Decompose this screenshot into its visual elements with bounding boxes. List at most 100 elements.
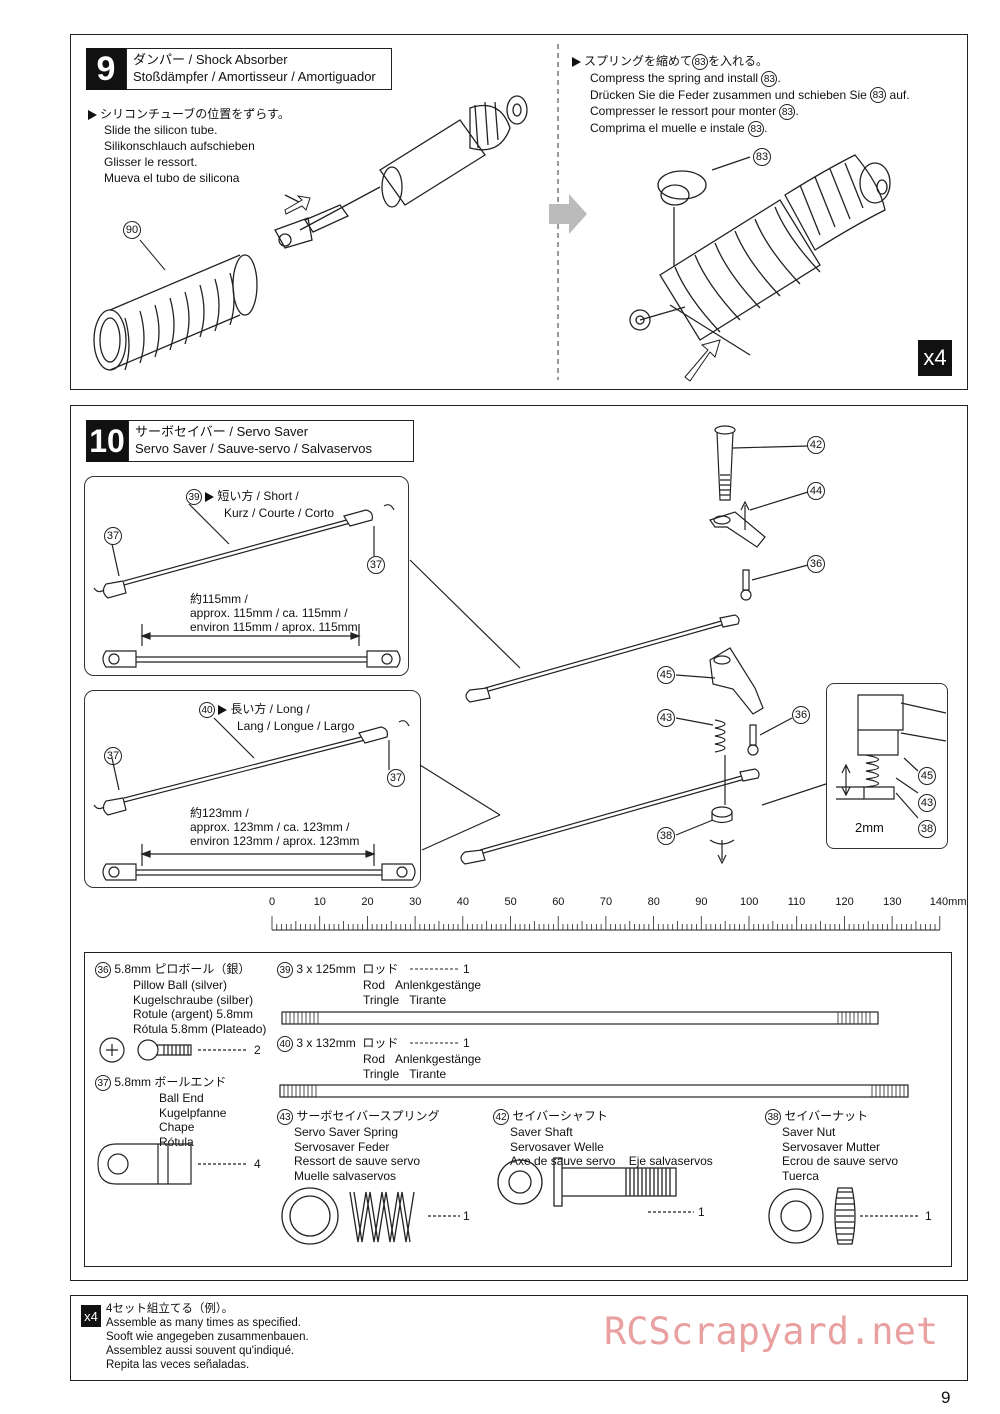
part-43-name-de: Servosaver Feder	[294, 1139, 390, 1154]
part-36-qty: 2	[254, 1043, 261, 1057]
ruler-label: 0	[269, 896, 276, 908]
part-42-qty: 1	[698, 1205, 705, 1219]
watermark: RCScrapyard.net	[604, 1310, 939, 1353]
footnote-line-fr: Assemblez aussi souvent qu'indiqué.	[106, 1345, 295, 1357]
pillow-ball-illustration	[99, 1037, 248, 1063]
part-39-name-jp: ロッド	[362, 962, 399, 977]
part-42-name-fr: Axe de sauve servo	[510, 1154, 616, 1168]
shock-absorber-assembled-illustration	[629, 154, 891, 382]
ruler-label: 70	[599, 896, 613, 908]
part-40-name-en: Rod	[363, 1052, 386, 1066]
rod-39-qty-leader	[410, 968, 458, 970]
part-40-name-es: Tirante	[409, 1066, 447, 1081]
part-39-info: 39 3 x 125mm ロッド Rod Anlenkgestänge Trin…	[277, 962, 481, 1007]
part-40-qty: 1	[463, 1036, 470, 1050]
ruler-label: 40	[456, 896, 470, 908]
part-ref-43: 43	[277, 1109, 293, 1125]
step-9-divider	[549, 44, 587, 380]
ruler-label: 90	[695, 896, 708, 908]
spring-detail-illustration	[836, 694, 947, 819]
part-callout-36: 36	[792, 706, 810, 724]
ruler-label: 50	[504, 896, 517, 908]
part-39-size: 3 x 125mm	[296, 962, 356, 977]
step-9-right-instr-fr: Compresser le ressort pour monter	[590, 104, 777, 119]
part-ref-83: 83	[761, 70, 778, 87]
part-42-name-de: Servosaver Welle	[510, 1139, 604, 1154]
ruler-label: 100	[740, 896, 759, 908]
long-rod-length: 約123mm / approx. 123mm / ca. 123mm / env…	[190, 806, 359, 848]
part-ref-83: 83	[748, 121, 765, 138]
short-rod-length-line3: environ 115mm / aprox. 115mm	[190, 620, 358, 634]
part-ref-38: 38	[765, 1109, 781, 1125]
part-callout-43: 43	[657, 709, 675, 727]
parts-list-panel	[84, 952, 952, 1267]
part-38-info: 38 セイバーナット Saver Nut Servosaver Mutter E…	[765, 1109, 898, 1183]
part-callout-43: 43	[918, 794, 936, 812]
footnote-line-de: Sooft wie angegeben zusammenbauen.	[106, 1331, 309, 1343]
part-37-info: 37 5.8mm ボールエンド Ball End Kugelpfanne Cha…	[95, 1075, 226, 1149]
part-callout-38: 38	[918, 820, 936, 838]
part-callout-90: 90	[123, 221, 141, 239]
part-ref-83: 83	[692, 53, 709, 70]
part-36-name-es: Rótula 5.8mm (Plateado)	[133, 1021, 267, 1036]
part-37-name-fr: Chape	[159, 1120, 195, 1134]
short-rod-label: 39 短い方 / Short / Kurz / Courte / Corto	[186, 488, 334, 521]
part-ref-40: 40	[199, 701, 215, 718]
part-43-name-fr: Ressort de sauve servo	[294, 1154, 421, 1168]
part-43-name-en: Servo Saver Spring	[294, 1125, 399, 1139]
short-rod-detail-box	[84, 476, 409, 676]
part-42-name-es: Eje salvaservos	[628, 1154, 713, 1168]
step-9-left-instr-2: Glisser le ressort.	[104, 155, 198, 169]
part-ref-39: 39	[186, 488, 202, 505]
part-callout-37: 37	[387, 769, 405, 787]
part-38-name-es: Tuerca	[782, 1168, 819, 1183]
long-rod-detail-box	[84, 690, 421, 888]
part-39-qty: 1	[463, 962, 470, 976]
servo-saver-spring-illustration	[281, 1187, 460, 1245]
ruler-label: 140mm	[929, 896, 967, 908]
page-number: 9	[941, 1388, 951, 1407]
part-callout-45: 45	[918, 767, 936, 785]
footnote-text: 4セット組立てる（例）。 Assemble as many times as s…	[106, 1302, 309, 1372]
step-9-left-instruction: シリコンチューブの位置をずらす。 Slide the silicon tube.…	[88, 106, 290, 186]
part-callout-38: 38	[657, 827, 675, 845]
footnote-line-es: Repita las veces señaladas.	[106, 1359, 250, 1371]
long-rod-label-line2: Lang / Longue / Largo	[237, 718, 355, 733]
part-36-name-en: Pillow Ball (silver)	[133, 978, 228, 992]
short-rod-length: 約115mm / approx. 115mm / ca. 115mm / env…	[190, 592, 358, 634]
part-39-name-en: Rod	[363, 978, 386, 992]
arrow-icon	[572, 56, 581, 67]
part-39-name-es: Tirante	[409, 992, 447, 1007]
part-36-name-fr: Rotule (argent) 5.8mm	[133, 1007, 254, 1021]
part-40-name-de: Anlenkgestänge	[395, 1052, 482, 1066]
footnote-line-jp: 4セット組立てる（例）。	[106, 1303, 234, 1315]
step-10-title: サーボセイバー / Servo Saver Servo Saver / Sauv…	[128, 420, 414, 462]
ruler-label: 20	[361, 896, 374, 908]
step-9-right-instr-de: Drücken Sie die Feder zusammen und schie…	[590, 87, 867, 102]
step-9-title: ダンパー / Shock Absorber Stoßdämpfer / Amor…	[126, 48, 392, 90]
step-9-right-instr-es: Comprima el muelle e instale	[590, 121, 745, 136]
short-rod-label-line1: 短い方 / Short /	[217, 489, 299, 503]
rod-40-qty-leader	[410, 1042, 458, 1044]
part-39-name-de: Anlenkgestänge	[395, 978, 482, 992]
part-callout-36: 36	[807, 555, 825, 573]
short-rod-label-line2: Kurz / Courte / Corto	[224, 505, 335, 520]
short-rod-length-line1: 約115mm /	[190, 592, 248, 606]
saver-nut-illustration	[768, 1187, 920, 1245]
part-callout-37: 37	[104, 527, 122, 545]
step-9-left-instr-jp: シリコンチューブの位置をずらす。	[100, 107, 290, 121]
part-40-info: 40 3 x 132mm ロッド Rod Anlenkgestänge Trin…	[277, 1036, 481, 1081]
part-36-name-de: Kugelschraube (silber)	[133, 992, 254, 1007]
rod-40-illustration	[279, 1084, 909, 1098]
footnote-line-en: Assemble as many times as specified.	[106, 1317, 301, 1329]
step-9-left-instr-1: Silikonschlauch aufschieben	[104, 139, 255, 153]
part-39-name-fr: Tringle	[363, 992, 400, 1007]
part-callout-45: 45	[657, 666, 675, 684]
part-callout-42: 42	[807, 436, 825, 454]
part-callout-37: 37	[367, 556, 385, 574]
rod-39-illustration	[281, 1011, 879, 1025]
ruler-label: 30	[409, 896, 422, 908]
part-37-name-en: Ball End	[159, 1091, 204, 1105]
short-rod-illustration	[93, 503, 401, 668]
multiplier-x4-badge: x4	[918, 340, 952, 376]
